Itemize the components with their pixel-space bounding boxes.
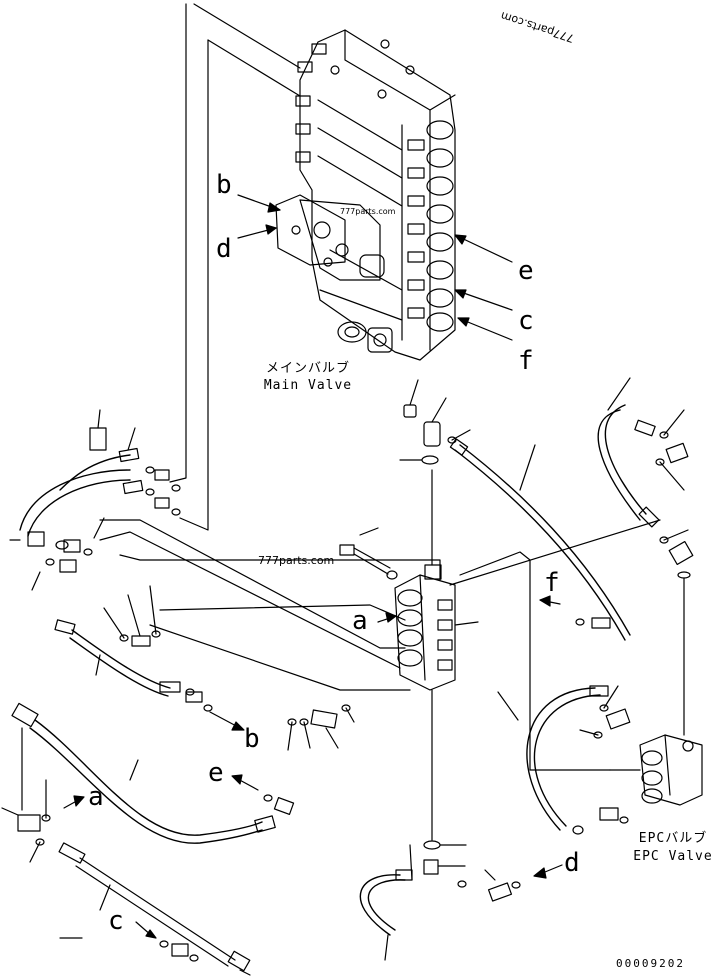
epc-valve-label-en: EPC Valve <box>633 849 713 864</box>
pilot-line-right <box>459 551 611 771</box>
hose-top-right <box>449 438 631 641</box>
pilot-line-cross1 <box>99 519 406 649</box>
center-lower-fittings <box>287 704 355 751</box>
main-valve-section-lines <box>317 99 403 321</box>
drawing-code: 00009202 <box>616 957 685 970</box>
main-valve-label-jp: メインバルブ <box>265 361 350 376</box>
main-valve-body <box>275 29 456 361</box>
pilot-line-cross3 <box>119 554 441 581</box>
main-valve-left-fittings <box>295 43 327 163</box>
pilot-line-epc <box>449 519 661 586</box>
epc-valve-label-jp: EPCバルブ <box>638 831 708 846</box>
main-valve-right-fittings <box>407 139 425 319</box>
bottom-center-hose <box>359 840 563 961</box>
right-f-port <box>539 595 611 629</box>
port-label-e-upper: e <box>518 256 534 286</box>
port-label-a-left: a <box>88 782 104 812</box>
hose-epc <box>497 685 631 835</box>
watermark-middle: 777parts.com <box>258 554 335 567</box>
port-label-c-bottom: c <box>108 906 124 936</box>
mounting-bolt <box>339 527 398 580</box>
center-block-leaders <box>377 612 479 626</box>
hose-left-upper <box>9 409 181 591</box>
hose-left-middle <box>54 585 245 731</box>
main-valve-subblock <box>275 194 385 281</box>
main-valve-edge <box>344 29 456 111</box>
pilot-line-outer-b <box>193 3 301 69</box>
epc-valve-body <box>609 734 703 806</box>
top-center-fittings <box>399 379 471 465</box>
hose-upper-right <box>597 377 694 736</box>
pilot-line-cross5 <box>149 624 411 691</box>
hose-left-lower <box>1 702 295 863</box>
main-valve-spool-caps <box>426 120 454 332</box>
pilot-line-outer <box>169 3 187 483</box>
center-manifold-block <box>394 469 456 841</box>
port-label-d-upper: d <box>216 234 232 264</box>
main-valve-leaders <box>237 194 513 341</box>
pilot-line-mid-b <box>207 39 301 97</box>
port-label-c-upper: c <box>518 306 534 336</box>
pilot-line-cross2 <box>99 531 401 669</box>
pilot-line-cross4 <box>159 604 406 621</box>
main-valve-bottom-port <box>337 321 393 353</box>
main-valve-top-bolts <box>330 39 415 99</box>
port-label-d-bottom: d <box>564 848 580 878</box>
port-label-e-lower: e <box>208 758 224 788</box>
watermark-valve: 777parts.com <box>340 207 396 216</box>
main-valve-outline <box>299 29 456 361</box>
pilot-line-mid <box>179 39 209 531</box>
port-label-f-upper: f <box>518 346 534 376</box>
port-label-b-lower: b <box>244 724 260 754</box>
main-valve-label-en: Main Valve <box>263 378 353 393</box>
tube-bottom-left <box>58 842 251 976</box>
port-label-a-block: a <box>352 606 368 636</box>
port-label-b-upper: b <box>216 170 232 200</box>
port-label-f-right: f <box>544 568 560 598</box>
pilot-line-group <box>99 3 661 771</box>
